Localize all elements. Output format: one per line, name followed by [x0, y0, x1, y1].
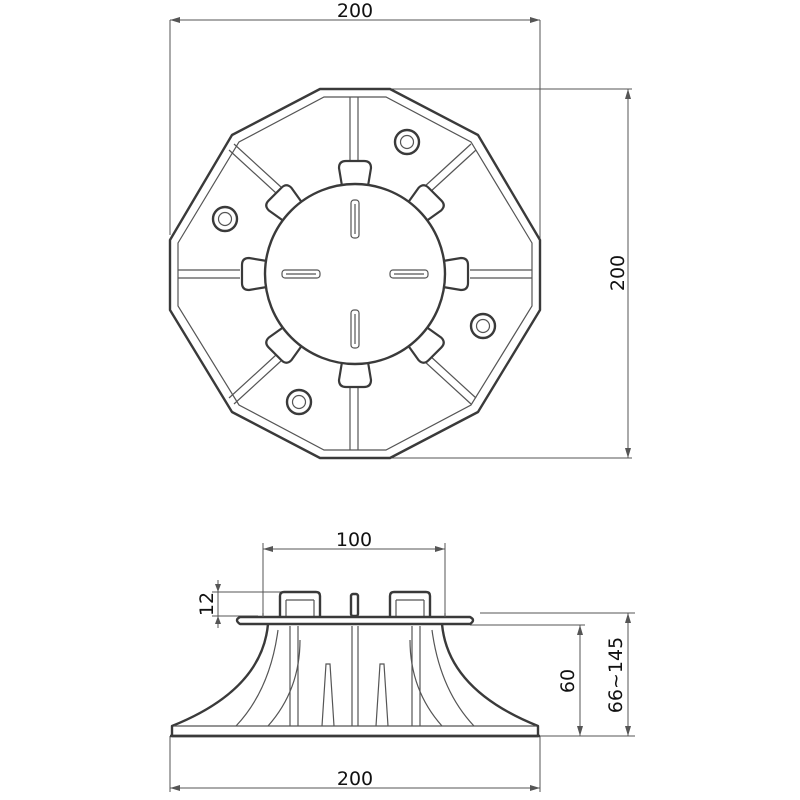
head-width-dimension: 100	[262, 529, 446, 618]
top-height-dimension: 200	[320, 88, 632, 459]
screw-hole	[393, 128, 421, 156]
head-tabs-side	[278, 590, 432, 618]
side-view: 100 12 60 66~145	[169, 529, 635, 792]
spacer-slots	[281, 199, 429, 349]
base-plate-outline	[168, 87, 542, 460]
radial-ribs	[178, 97, 532, 450]
screw-hole	[285, 388, 313, 416]
head-height-dimension: 12	[196, 580, 292, 628]
base-width-dimension: 200	[169, 736, 541, 792]
base-width-label: 200	[337, 768, 373, 790]
base-height-label: 60	[557, 669, 579, 693]
head-plate-side	[235, 613, 475, 626]
top-view: 200 200	[168, 0, 632, 460]
adjust-range-dimension: 66~145	[480, 612, 635, 737]
base-body-side	[170, 623, 540, 738]
top-width-label: 200	[337, 0, 373, 22]
head-disc	[263, 182, 447, 366]
screw-hole	[469, 312, 497, 340]
top-width-dimension: 200	[169, 0, 541, 240]
adjust-range-label: 66~145	[605, 637, 627, 713]
screw-hole	[211, 205, 239, 233]
base-height-dimension: 60	[470, 624, 585, 736]
head-width-label: 100	[336, 529, 372, 551]
screw-holes	[211, 128, 497, 416]
base-plate-inner-rim	[177, 96, 533, 451]
support-head	[240, 159, 470, 389]
top-height-label: 200	[607, 255, 629, 291]
head-height-label: 12	[196, 592, 218, 616]
